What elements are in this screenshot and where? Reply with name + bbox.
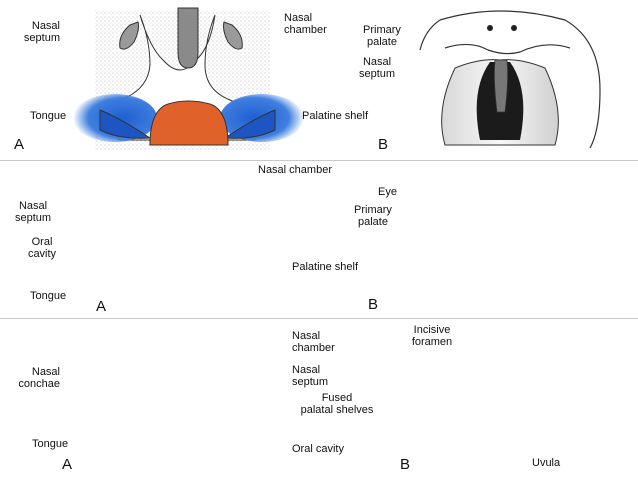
panel-1-palate-view [420,11,600,148]
label-incisive-foramen-3: Incisive foramen [406,324,458,348]
label-fused-palatal-shelves-3: Fused palatal shelves [288,392,386,416]
label-nasal-septum-1: Nasal septum [10,20,60,44]
letter-b-3: B [400,456,410,473]
letter-b-1: B [378,136,388,153]
nasal-septum-shape [178,8,198,68]
label-oral-cavity-2: Oral cavity [20,236,64,260]
letter-b-2: B [368,296,378,313]
label-palatine-shelf-1: Palatine shelf [302,110,368,122]
label-uvula-3: Uvula [532,457,560,469]
label-primary-palate-1: Primary palate [357,24,407,48]
label-nasal-chamber-1: Nasal chamber [284,12,327,36]
tongue-shape [150,101,228,145]
label-nasal-chamber-2: Nasal chamber [258,164,332,176]
letter-a-2: A [96,298,106,315]
label-nasal-septum-1b: Nasal septum [352,56,402,80]
label-nasal-septum-2: Nasal septum [6,200,60,224]
panel-1-cross-section [73,8,304,150]
label-nasal-chamber-3: Nasal chamber [292,330,335,354]
divider-1 [0,160,638,161]
label-nasal-septum-3: Nasal septum [292,364,328,388]
label-primary-palate-2: Primary palate [348,204,398,228]
label-oral-cavity-3: Oral cavity [292,443,344,455]
label-tongue-3: Tongue [32,438,68,450]
letter-a-1: A [14,136,24,153]
label-tongue-1: Tongue [30,110,66,122]
label-tongue-2: Tongue [30,290,66,302]
letter-a-3: A [62,456,72,473]
label-eye-2: Eye [378,186,397,198]
divider-2 [0,318,638,319]
label-palatine-shelf-2: Palatine shelf [292,261,358,273]
label-nasal-conchae-3: Nasal conchae [10,366,60,390]
